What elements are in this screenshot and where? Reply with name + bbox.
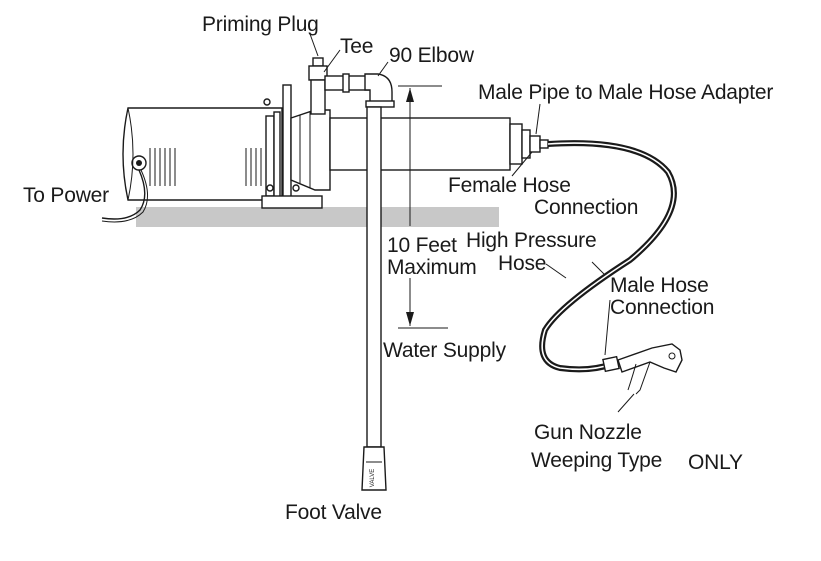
male-hose-fitting — [602, 355, 620, 373]
hp-hose-label-line2: Hose — [498, 252, 546, 275]
priming-plug-label: Priming Plug — [202, 13, 319, 36]
dimension-marker — [398, 85, 448, 329]
suction-pipe: VALVE — [361, 106, 387, 491]
hp-hose-label: High Pressure — [466, 229, 596, 252]
female-hose-label-line2: Connection — [534, 196, 638, 219]
elbow-fitting — [364, 73, 395, 108]
tee-fitting — [310, 73, 374, 115]
male-hose-label-line2: Connection — [610, 296, 714, 319]
male-pipe-adapter — [529, 135, 549, 153]
leader-lines — [309, 33, 635, 413]
gun-nozzle — [617, 343, 683, 395]
foot-valve-label: Foot Valve — [285, 501, 382, 524]
elbow-label: 90 Elbow — [389, 44, 475, 67]
tee-label: Tee — [340, 35, 373, 58]
maximum-label: Maximum — [387, 256, 477, 279]
only-label: ONLY — [688, 451, 743, 474]
male-hose-label: Male Hose — [610, 274, 709, 297]
male-pipe-adapter-label: Male Pipe to Male Hose Adapter — [478, 81, 773, 104]
svg-text:VALVE: VALVE — [370, 469, 376, 487]
water-supply-label: Water Supply — [383, 339, 507, 362]
mounting-surface — [136, 207, 499, 227]
pump-motor — [122, 84, 323, 209]
weeping-type-label: Weeping Type — [531, 449, 662, 472]
pump-cylinder — [329, 117, 531, 171]
ten-feet-label: 10 Feet — [387, 234, 457, 257]
priming-plug — [308, 57, 328, 81]
gun-nozzle-label: Gun Nozzle — [534, 421, 642, 444]
pump-head — [290, 109, 331, 191]
to-power-label: To Power — [23, 184, 109, 207]
power-cord — [101, 169, 146, 220]
female-hose-label: Female Hose — [448, 174, 571, 197]
